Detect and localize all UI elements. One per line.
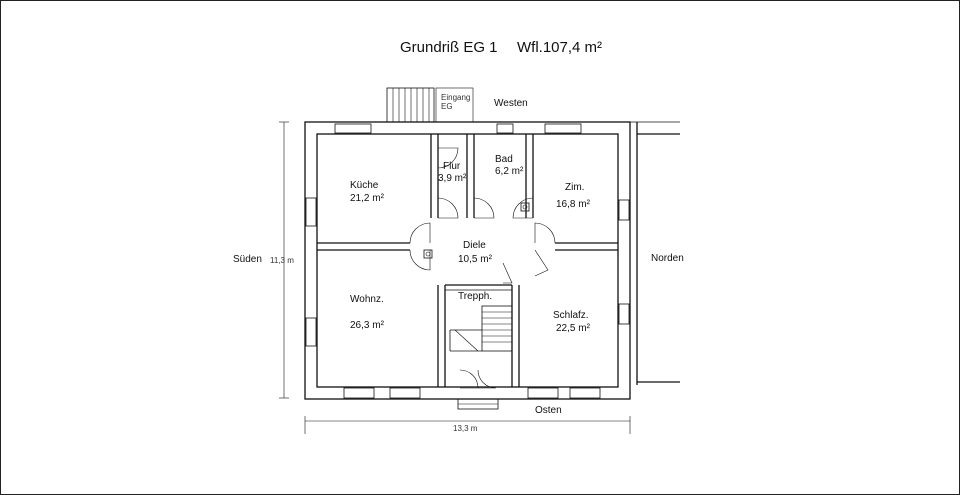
room-wohnz-name: Wohnz. bbox=[350, 294, 384, 305]
dimension-height-label: 11,3 m bbox=[270, 256, 294, 265]
diele-fixture-drain bbox=[425, 251, 431, 257]
plan-title: Grundriß EG 1 bbox=[400, 39, 498, 56]
entrance-steps bbox=[386, 87, 435, 123]
room-wohnz-area: 26,3 m² bbox=[350, 320, 385, 331]
direction-west: Westen bbox=[494, 98, 528, 109]
room-schlafz-name: Schlafz. bbox=[553, 310, 589, 321]
windows bbox=[305, 123, 630, 399]
direction-east: Osten bbox=[535, 405, 562, 416]
bad-fixture bbox=[520, 202, 530, 212]
entrance-label-eg: EG bbox=[441, 102, 453, 111]
door-swings bbox=[409, 147, 556, 389]
dimension-width bbox=[304, 416, 631, 434]
room-kueche-area: 21,2 m² bbox=[350, 193, 385, 204]
room-zim-name: Zim. bbox=[565, 182, 584, 193]
room-diele-area: 10,5 m² bbox=[458, 254, 493, 265]
staircase bbox=[449, 305, 513, 352]
entrance-label: Eingang bbox=[441, 93, 470, 102]
room-kueche-name: Küche bbox=[350, 180, 379, 191]
room-schlafz-area: 22,5 m² bbox=[556, 323, 591, 334]
room-diele-name: Diele bbox=[463, 240, 486, 251]
diele-fixture bbox=[423, 249, 433, 259]
room-zim-area: 16,8 m² bbox=[556, 199, 591, 210]
room-flur-area: 3,9 m² bbox=[438, 173, 467, 184]
direction-north: Norden bbox=[651, 253, 684, 264]
room-trepph-name: Trepph. bbox=[458, 291, 492, 302]
door-step bbox=[457, 398, 499, 410]
neighbour-building bbox=[630, 121, 680, 385]
dimension-height bbox=[279, 121, 289, 399]
total-area: Wfl.107,4 m² bbox=[517, 39, 602, 56]
direction-south: Süden bbox=[233, 254, 262, 265]
bad-fixture-drain bbox=[522, 204, 528, 210]
room-bad-area: 6,2 m² bbox=[495, 166, 524, 177]
room-bad-name: Bad bbox=[495, 154, 513, 165]
dimension-width-label: 13,3 m bbox=[453, 424, 478, 433]
room-flur-name: Flur bbox=[443, 161, 461, 172]
